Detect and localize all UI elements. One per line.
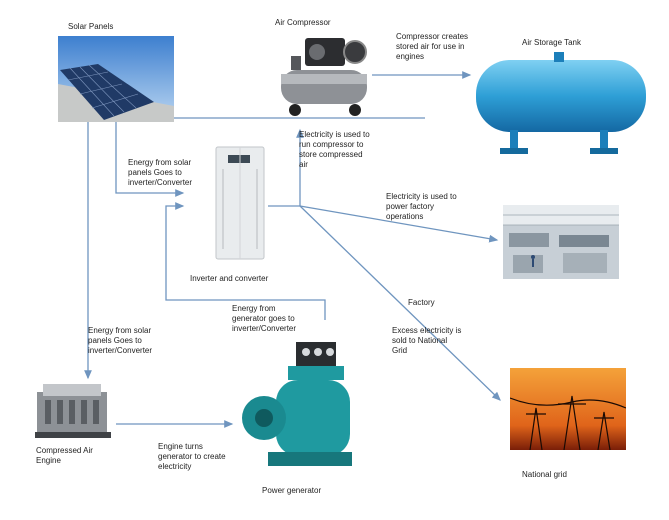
energy-solar-inverter-label: Energy from solar panels Goes to inverte… xyxy=(128,158,193,187)
compressed-air-engine-image xyxy=(35,384,111,438)
excess-electricity-label: Excess electricity is sold to National G… xyxy=(392,326,462,355)
compressor-note-label: Compressor creates stored air for use in… xyxy=(396,32,469,61)
air-compressor-image xyxy=(281,38,367,116)
inverter-label: Inverter and converter xyxy=(190,274,269,283)
air-storage-tank-label: Air Storage Tank xyxy=(522,38,581,47)
air-storage-tank-image xyxy=(476,52,646,154)
national-grid-label: National grid xyxy=(522,470,567,479)
electricity-factory-label: Electricity is used to power factory ope… xyxy=(386,192,457,221)
factory-image xyxy=(503,205,619,279)
energy-solar-inverter-label-2: Energy from solar panels Goes to inverte… xyxy=(88,326,153,355)
solar-panels-image xyxy=(58,36,174,122)
arrow-solar-to-inverter xyxy=(115,118,185,197)
arrow-to-national-grid xyxy=(299,205,501,401)
inverter-converter-image xyxy=(215,146,265,260)
engine-turns-label: Engine turns generator to create electri… xyxy=(158,442,226,471)
factory-label: Factory xyxy=(408,298,435,307)
power-generator-label: Power generator xyxy=(262,486,322,495)
electricity-compressor-label: Electricity is used to run compressor to… xyxy=(299,130,370,169)
power-generator-image xyxy=(242,342,352,466)
energy-generator-inverter-label: Energy from generator goes to inverter/C… xyxy=(232,304,297,333)
air-compressor-label: Air Compressor xyxy=(275,18,331,27)
arrow-generator-to-inverter xyxy=(165,202,326,320)
solar-panels-label: Solar Panels xyxy=(68,22,114,31)
arrow-to-factory xyxy=(299,205,499,243)
compressed-air-engine-label: Compressed Air Engine xyxy=(36,446,93,465)
national-grid-image xyxy=(510,368,626,450)
